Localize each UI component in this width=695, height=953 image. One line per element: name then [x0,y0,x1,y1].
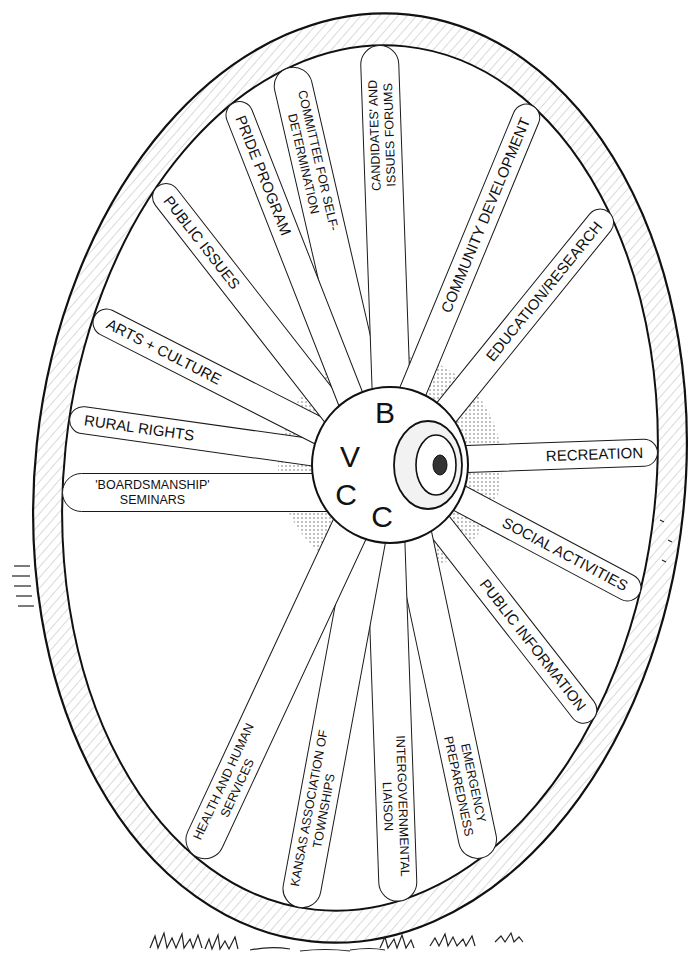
spoke-label: EDUCATION/RESEARCH [483,218,606,365]
spoke-label: HEALTH AND HUMAN SERVICES [190,720,271,850]
rim-inner-edge [20,15,695,940]
spoke-label: KANSAS ASSOCIATION OF TOWNSHIPS [287,723,346,895]
spoke-label: RECREATION [545,445,643,466]
spoke-label: PUBLIC ISSUES [160,192,243,292]
spoke-label: COMMUNITY DEVELOPMENT [437,116,533,316]
spoke-label: PUBLIC INFORMATION [476,576,589,714]
spoke-label: SOCIAL ACTIVITIES [499,514,630,595]
spoke-label: CANDIDATES' AND ISSUES FORUMS [365,60,399,211]
grass [150,933,523,951]
axle-hole [433,455,447,475]
hub: BVCC [310,385,470,545]
spoke: RECREATION [444,439,658,474]
spoke-label: 'BOARDSMANSHIP' SEMINARS [77,478,227,507]
hub-letter: C [335,480,357,510]
spoke-label: RURAL RIGHTS [83,412,195,445]
hub-letter: C [371,502,393,532]
hub-letter: V [340,442,360,472]
spoke: 'BOARDSMANSHIP' SEMINARS [62,473,342,512]
hub-letter: B [375,398,395,428]
spoke-label: INTERGOVERNMENTAL LIAISON [378,726,412,887]
spoke-label: ARTS + CULTURE [103,315,224,388]
spoke-label: EMERGENCY PREPAREDNESS [439,723,492,846]
axle-cap [416,435,456,495]
hub-circle [312,387,468,543]
axle-boss [394,421,462,509]
